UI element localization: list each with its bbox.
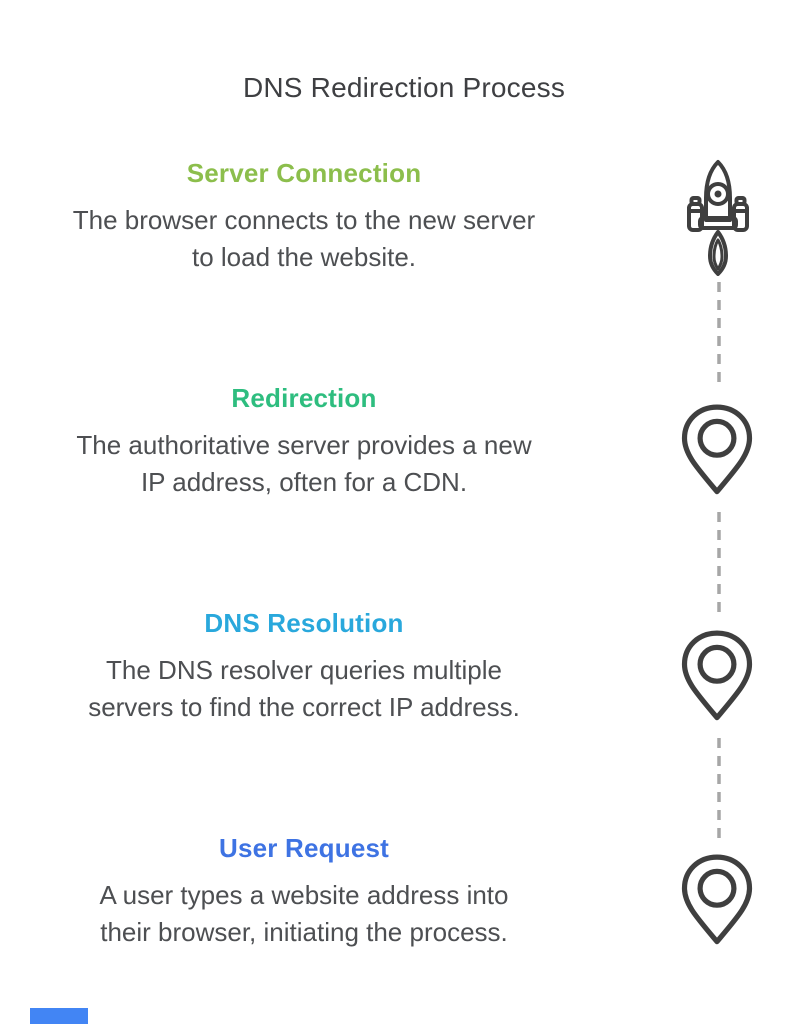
map-pin-icon	[681, 630, 753, 721]
step-dns-resolution: DNS Resolution The DNS resolver queries …	[20, 607, 588, 726]
step-description: The authoritative server provides a new …	[76, 430, 532, 497]
step-description: The DNS resolver queries multiple server…	[88, 655, 520, 722]
step-heading: Redirection	[231, 383, 377, 413]
map-pin-icon	[681, 404, 753, 495]
step-heading: Server Connection	[186, 158, 422, 188]
dashed-connector	[716, 738, 721, 841]
step-user-request: User Request A user types a website addr…	[20, 832, 588, 951]
step-redirection: Redirection The authoritative server pro…	[20, 382, 588, 501]
dashed-connector	[716, 512, 721, 617]
rocket-icon	[687, 160, 749, 276]
step-description: A user types a website address into thei…	[99, 880, 509, 947]
bottom-accent-bar	[30, 1008, 88, 1024]
step-description: The browser connects to the new server t…	[72, 205, 536, 272]
step-server-connection: Server Connection The browser connects t…	[20, 157, 588, 276]
step-heading: DNS Resolution	[204, 608, 404, 638]
step-heading: User Request	[218, 833, 390, 863]
page-title: DNS Redirection Process	[242, 72, 566, 103]
timeline-rail	[650, 0, 790, 1024]
map-pin-icon	[681, 854, 753, 945]
dashed-connector	[716, 282, 721, 390]
